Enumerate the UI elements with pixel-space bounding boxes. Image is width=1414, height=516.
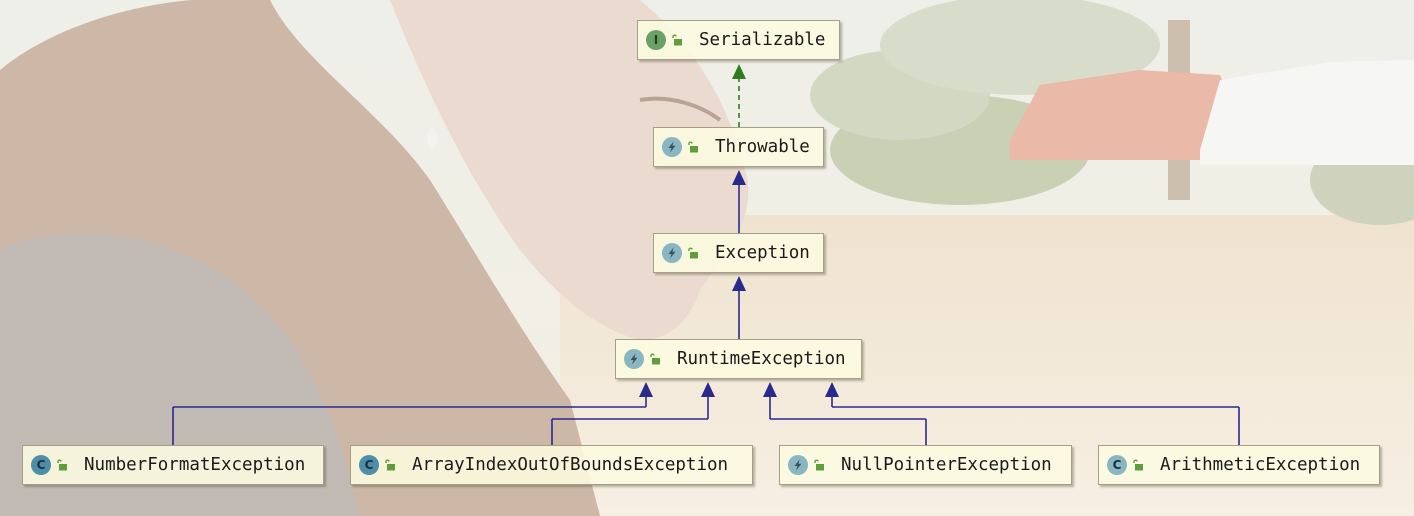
node-arithmetic-exception[interactable]: C ArithmeticException <box>1098 445 1380 485</box>
node-runtime-exception[interactable]: RuntimeException <box>615 339 862 379</box>
node-label: Exception <box>715 243 810 263</box>
node-exception[interactable]: Exception <box>653 233 824 273</box>
unlock-icon <box>671 34 683 46</box>
node-label: ArithmeticException <box>1160 455 1361 475</box>
node-throwable[interactable]: Throwable <box>653 127 824 167</box>
unlock-icon <box>1132 459 1144 471</box>
arrowhead-null-pointer <box>763 382 777 397</box>
node-label: ArrayIndexOutOfBoundsException <box>412 455 729 475</box>
node-label: NullPointerException <box>841 455 1052 475</box>
unlock-icon <box>687 247 699 259</box>
exception-class-icon <box>662 137 682 157</box>
node-null-pointer-exception[interactable]: NullPointerException <box>779 445 1072 485</box>
exception-class-icon <box>624 349 644 369</box>
unlock-icon <box>813 459 825 471</box>
class-icon: C <box>1107 455 1127 475</box>
node-serializable[interactable]: I Serializable <box>637 20 840 60</box>
arrowhead-exception <box>732 276 746 291</box>
node-label: NumberFormatException <box>84 455 306 475</box>
exception-class-icon <box>662 243 682 263</box>
node-label: Throwable <box>715 137 810 157</box>
class-icon: C <box>31 455 51 475</box>
arrowhead-number-format <box>639 382 653 397</box>
unlock-icon <box>56 459 68 471</box>
arrowhead-array-index <box>701 382 715 397</box>
node-array-index-out-of-bounds-exception[interactable]: C ArrayIndexOutOfBoundsException <box>350 445 753 485</box>
node-number-format-exception[interactable]: C NumberFormatException <box>22 445 324 485</box>
unlock-icon <box>384 459 396 471</box>
unlock-icon <box>649 353 661 365</box>
arrowhead-serializable <box>732 64 746 79</box>
exception-class-icon <box>788 455 808 475</box>
interface-icon: I <box>646 30 666 50</box>
arrowhead-throwable <box>732 170 746 185</box>
node-label: Serializable <box>699 30 826 50</box>
class-icon: C <box>359 455 379 475</box>
unlock-icon <box>687 141 699 153</box>
node-label: RuntimeException <box>677 349 846 369</box>
arrowhead-arithmetic <box>825 382 839 397</box>
